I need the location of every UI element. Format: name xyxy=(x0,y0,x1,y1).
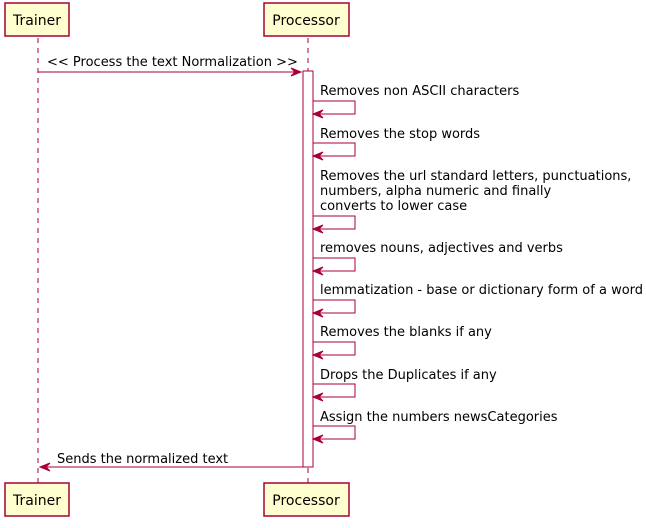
message-remove-non-ascii: Removes non ASCII characters xyxy=(311,84,519,119)
participant-trainer-top: Trainer xyxy=(4,2,70,37)
message-label-line2: numbers, alpha numeric and finally xyxy=(320,184,552,199)
arrow-head-icon xyxy=(38,462,51,472)
message-label: << Process the text Normalization >> xyxy=(47,55,298,70)
message-label: Drops the Duplicates if any xyxy=(320,368,497,383)
message-label: Assign the numbers newsCategories xyxy=(320,410,558,425)
participant-label: Processor xyxy=(272,13,340,29)
message-process-normalization: << Process the text Normalization >> xyxy=(38,55,303,77)
arrow-head-icon xyxy=(311,392,324,402)
message-label: Removes non ASCII characters xyxy=(320,84,519,99)
message-drop-duplicates: Drops the Duplicates if any xyxy=(311,368,497,402)
message-label: Removes the blanks if any xyxy=(320,325,492,340)
arrow-head-icon xyxy=(311,109,324,119)
arrow-head-icon xyxy=(311,224,324,234)
participant-label: Trainer xyxy=(12,493,61,509)
arrow-head-icon xyxy=(311,151,324,161)
processor-activation-bar xyxy=(302,70,314,468)
message-assign-categories: Assign the numbers newsCategories xyxy=(311,410,558,444)
message-label: Removes the stop words xyxy=(320,127,480,142)
arrow-head-icon xyxy=(311,350,324,360)
message-label-line1: Removes the url standard letters, punctu… xyxy=(320,169,631,184)
arrow-head-icon xyxy=(311,434,324,444)
message-sends-normalized-text: Sends the normalized text xyxy=(38,452,303,472)
participant-label: Processor xyxy=(272,493,340,509)
participant-processor-bottom: Processor xyxy=(263,482,350,517)
message-label-line3: converts to lower case xyxy=(320,199,467,214)
message-remove-url-letters: Removes the url standard letters, punctu… xyxy=(311,169,631,234)
arrow-head-icon xyxy=(311,308,324,318)
arrow-head-icon xyxy=(290,67,303,77)
participant-label: Trainer xyxy=(12,13,61,29)
participant-processor-top: Processor xyxy=(263,2,350,37)
message-remove-blanks: Removes the blanks if any xyxy=(311,325,492,360)
participant-trainer-bottom: Trainer xyxy=(4,482,70,517)
message-label: lemmatization - base or dictionary form … xyxy=(320,283,643,298)
arrow-head-icon xyxy=(311,266,324,276)
message-label: Sends the normalized text xyxy=(57,452,228,467)
message-remove-stop-words: Removes the stop words xyxy=(311,127,480,161)
message-lemmatization: lemmatization - base or dictionary form … xyxy=(311,283,643,318)
message-label: removes nouns, adjectives and verbs xyxy=(320,241,563,256)
message-remove-nouns: removes nouns, adjectives and verbs xyxy=(311,241,563,276)
